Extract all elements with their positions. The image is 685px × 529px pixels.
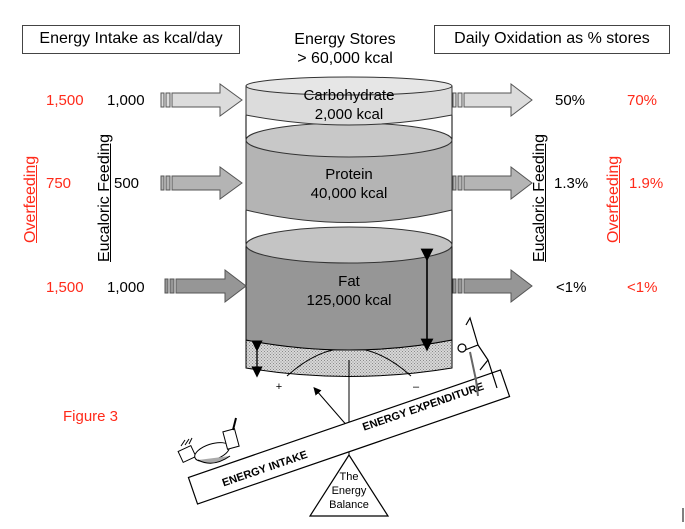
stores-title-line1: Energy Stores (294, 31, 396, 48)
food-icon (177, 417, 240, 464)
stores-title: Energy Stores > 60,000 kcal (255, 30, 435, 68)
intake-arrow-fat (164, 268, 247, 304)
carb-intake-eucaloric: 1,000 (107, 92, 145, 109)
protein-oxidation-overfeeding: 1.9% (629, 175, 664, 192)
plus-sign: + (276, 381, 282, 393)
left-overfeeding-label: Overfeeding (22, 155, 39, 243)
figure-label: Figure 3 (63, 408, 119, 425)
protein-name: Protein (325, 166, 373, 183)
fat-cylinder (245, 226, 453, 351)
left-eucaloric-label: Eucaloric Feeding (96, 133, 113, 262)
fulcrum-line2: Energy (332, 485, 367, 497)
protein-cylinder (245, 122, 453, 223)
fat-intake-overfeeding: 1,500 (46, 279, 84, 296)
carb-oxidation-eucaloric: 50% (555, 92, 586, 109)
intake-arrow-protein (160, 166, 243, 200)
fat-intake-eucaloric: 1,000 (107, 279, 145, 296)
oxidation-header-label: Daily Oxidation as % stores (454, 30, 650, 47)
minus-sign: – (413, 381, 420, 393)
fat-store: 125,000 kcal (306, 292, 392, 309)
protein-label: Protein 40,000 kcal (260, 165, 438, 203)
tilt-arrow (313, 386, 350, 429)
fat-label: Fat 125,000 kcal (260, 272, 438, 310)
carbohydrate-name: Carbohydrate (303, 87, 395, 104)
intake-header-box: Energy Intake as kcal/day (22, 25, 240, 54)
person-exercising-icon (457, 316, 498, 397)
oxidation-arrow-protein (452, 165, 533, 201)
protein-intake-eucaloric: 500 (114, 175, 140, 192)
carbohydrate-cylinder (245, 76, 453, 126)
intake-arrow-carbohydrate (160, 83, 243, 117)
oxidation-arrow-fat (452, 268, 533, 304)
right-overfeeding-label: Overfeeding (605, 155, 622, 243)
fat-name: Fat (338, 273, 360, 290)
oxidation-header-box: Daily Oxidation as % stores (434, 25, 670, 54)
protein-intake-overfeeding: 750 (46, 175, 72, 192)
fulcrum-line1: The (340, 471, 359, 483)
right-eucaloric-label: Eucaloric Feeding (531, 133, 548, 262)
protein-oxidation-eucaloric: 1.3% (554, 175, 589, 192)
stores-title-line2: > 60,000 kcal (297, 50, 393, 67)
carb-oxidation-overfeeding: 70% (627, 92, 658, 109)
fat-oxidation-overfeeding: <1% (627, 279, 658, 296)
oxidation-arrow-carbohydrate (452, 82, 533, 118)
fulcrum-triangle (308, 453, 390, 517)
intake-header-label: Energy Intake as kcal/day (39, 30, 223, 47)
protein-store: 40,000 kcal (310, 185, 388, 202)
fulcrum-line3: Balance (329, 499, 369, 511)
carbohydrate-label: Carbohydrate 2,000 kcal (260, 86, 438, 124)
fat-oxidation-eucaloric: <1% (556, 279, 587, 296)
carb-intake-overfeeding: 1,500 (46, 92, 84, 109)
carbohydrate-store: 2,000 kcal (314, 106, 384, 123)
